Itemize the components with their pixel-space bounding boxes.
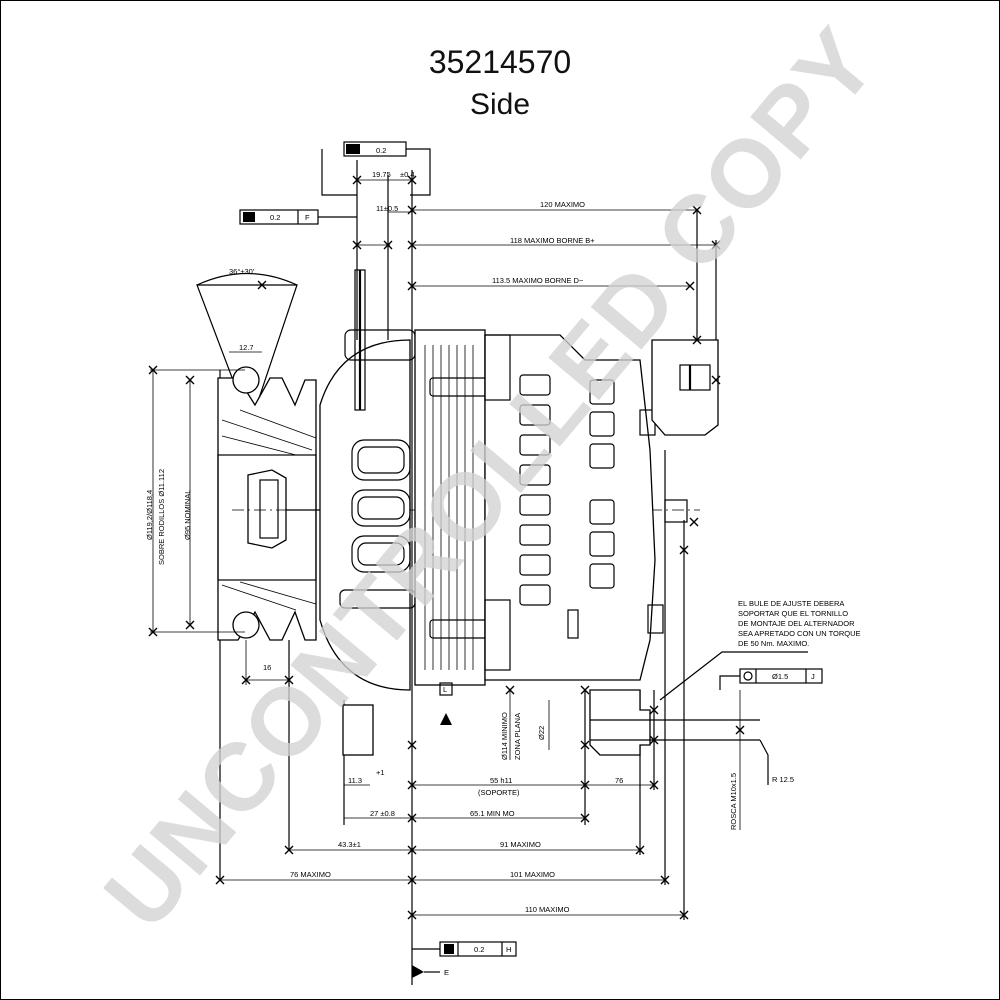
b-plus-terminal (651, 339, 719, 436)
tolerance-left-datum: F (305, 213, 310, 222)
dim-plus: +1 (376, 768, 385, 777)
radius-leader (759, 739, 769, 785)
rear-lug-bottom (484, 599, 511, 671)
fan-blade (351, 489, 411, 527)
belt-roller-top (232, 366, 260, 394)
dim-16: 16 (263, 663, 271, 672)
hatch (221, 435, 297, 456)
terminal-nut (679, 364, 711, 391)
dim-19-75: 19.75 (372, 170, 391, 179)
dim-11: 11±0.5 (376, 204, 398, 213)
tolerance-symbol (243, 212, 255, 222)
hatch (239, 409, 317, 439)
dim-pulley-b: SOBRE RODILLOS Ø11.112 (157, 469, 166, 565)
leader-top-right (406, 148, 431, 196)
note-line: EL BULE DE AJUSTE DEBERA (738, 599, 844, 608)
belt-roller-bottom (232, 611, 260, 639)
dim-soporte: (SOPORTE) (478, 788, 520, 797)
stator-laminations (424, 345, 474, 670)
rear-vent-slots (519, 374, 615, 606)
datum-triangle-e (412, 965, 424, 978)
leader (719, 675, 740, 690)
tolerance-top-value: 0.2 (376, 146, 386, 155)
tolerance-left-value: 0.2 (270, 213, 280, 222)
dim-22: Ø22 (537, 726, 546, 740)
dimension-ticks (148, 175, 745, 920)
dim-27: 27 ±0.8 (370, 809, 395, 818)
hatch (221, 584, 297, 611)
dim-angle: 36°±30' (229, 267, 255, 276)
dim-120: 120 MAXIMO (540, 200, 585, 209)
dim-rosca: ROSCA M10x1.5 (729, 773, 738, 830)
datum-box (439, 682, 453, 696)
hatch (239, 581, 317, 605)
dim-101: 101 MAXIMO (510, 870, 555, 879)
rear-bolt (567, 609, 579, 639)
dim-118: 118 MAXIMO BORNE B+ (510, 236, 595, 245)
fan-blade (351, 439, 411, 481)
dim-76: 76 (615, 776, 623, 785)
dim-pulley-a: Ø119,2/Ø118,4 (145, 490, 154, 540)
terminal-lower (647, 604, 664, 634)
rear-terminal-stud (664, 499, 688, 523)
dim-76-max: 76 MAXIMO (290, 870, 331, 879)
dim-91: 91 MAXIMO (500, 840, 541, 849)
view-label: Side (469, 88, 531, 121)
tolerance-right-value: Ø1.5 (772, 672, 788, 681)
pulley-hub (217, 454, 317, 581)
fan-blade-inner (357, 446, 405, 474)
note-line: DE MONTAJE DEL ALTERNADOR (738, 619, 855, 628)
datum-e: E (444, 968, 449, 977)
belt-v-angle (196, 284, 298, 427)
datum-triangle (440, 713, 452, 725)
shaft-end (259, 479, 279, 539)
angle-arc (196, 272, 298, 286)
pulley-nut (247, 469, 287, 549)
tolerance-right-datum: J (811, 672, 815, 681)
part-number: 35214570 (428, 44, 572, 80)
tolerance-bottom-datum: H (506, 945, 511, 954)
datum-l: L (443, 685, 447, 694)
dim-110: 110 MAXIMO (525, 905, 570, 914)
dim-nominal: Ø95 NOMINAL (183, 490, 192, 540)
dim-65: 65.1 MIN MO (470, 809, 515, 818)
dim-r12-5: R 12.5 (772, 775, 794, 784)
mounting-bushing-front (342, 704, 374, 756)
note-line: DE 50 Nm. MAXIMO. (738, 639, 809, 648)
dim-11-3: 11.3 (348, 776, 362, 785)
torque-note: EL BULE DE AJUSTE DEBERA SOPORTAR QUE EL… (738, 599, 861, 648)
mounting-foot-rear (589, 689, 651, 756)
dim-0-4: ±0.4 (400, 170, 415, 179)
tolerance-symbol (346, 144, 360, 154)
dim-55: 55 h11 (490, 776, 512, 785)
tolerance-bottom-value: 0.2 (474, 945, 484, 954)
note-leader (659, 651, 808, 701)
rear-housing (484, 334, 656, 681)
tolerance-symbol (444, 944, 454, 954)
note-line: SOPORTAR QUE EL TORNILLO (738, 609, 848, 618)
position-symbol (743, 671, 753, 681)
rear-lug-top (484, 334, 511, 401)
note-line: SEA APRETADO CON UN TORQUE (738, 629, 861, 638)
hatch (221, 419, 313, 451)
dim-12-7: 12.7 (239, 343, 254, 352)
fan-blade-inner (357, 542, 405, 566)
fan-blade (351, 535, 411, 573)
dim-43: 43.3±1 (338, 840, 361, 849)
dim-113: 113.5 MAXIMO BORNE D− (492, 276, 584, 285)
dim-114: Ø114 MINIMO (500, 712, 509, 760)
dim-zona: ZONA PLANA (513, 713, 522, 760)
front-housing (319, 339, 411, 691)
leader-top-left (321, 149, 357, 196)
fan-blade-inner (357, 496, 405, 520)
watermark: UNCONTROLLED COPY (84, 8, 897, 949)
